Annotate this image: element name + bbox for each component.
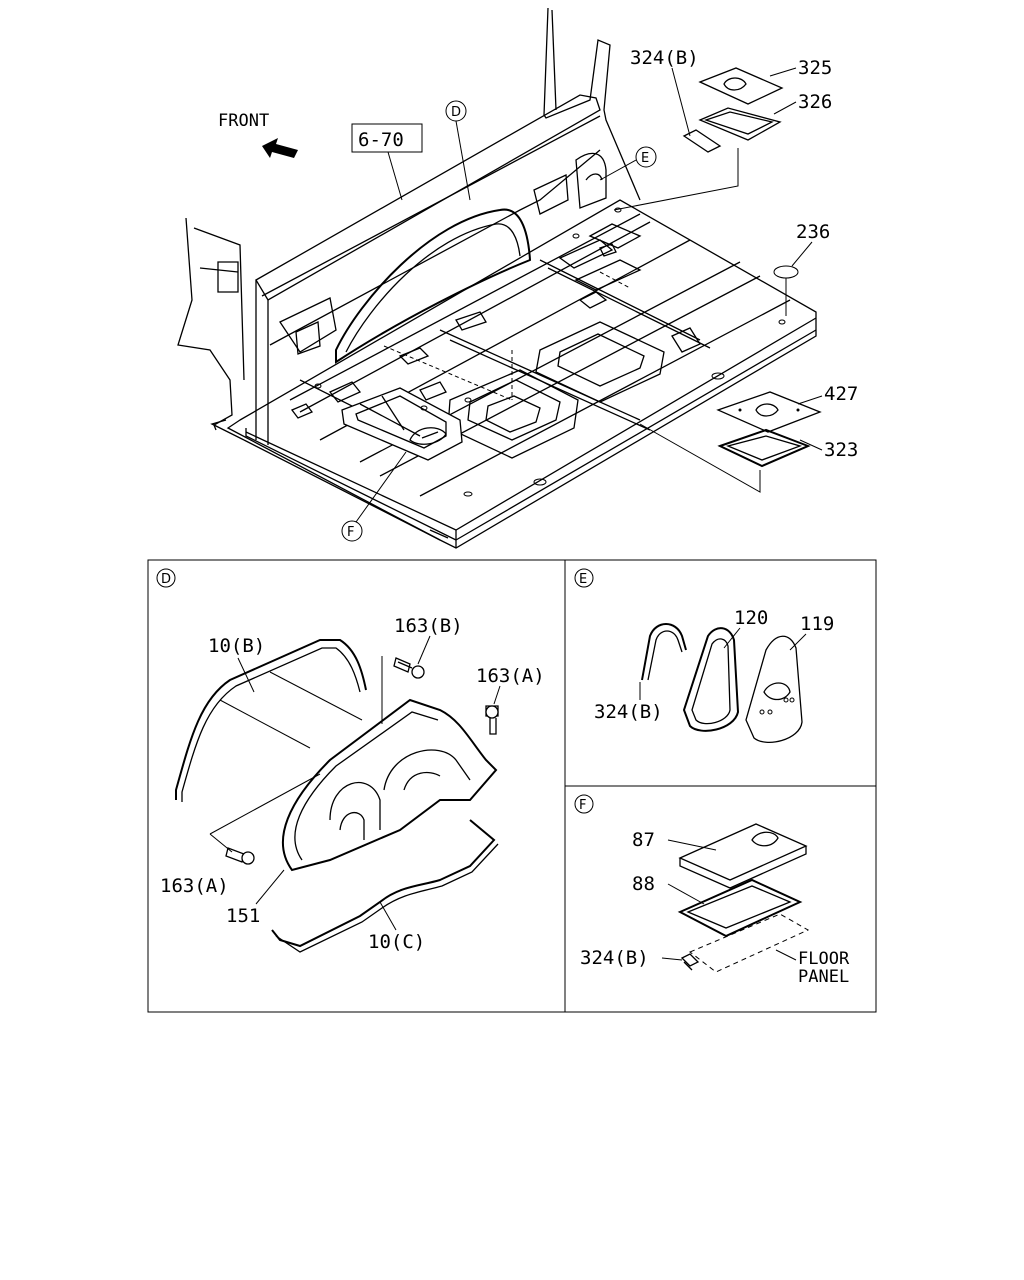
front-arrow-icon [262, 138, 298, 158]
label-325: 325 [798, 57, 832, 79]
part-87-cover [678, 823, 808, 889]
panel-d-tag: D [161, 572, 171, 587]
part-427-cover [716, 391, 822, 433]
label-163a-right: 163(A) [476, 665, 545, 687]
callout-d-label: D [451, 105, 461, 120]
label-119: 119 [800, 613, 834, 635]
part-323-seal [717, 428, 811, 468]
label-236: 236 [796, 221, 830, 243]
panel-e-tag: E [579, 572, 587, 587]
label-88: 88 [632, 873, 655, 895]
part-236-plug [773, 265, 799, 279]
panel-e: E 120 119 324(B) [574, 568, 834, 743]
part-324b-e [641, 623, 687, 681]
callout-f-label: F [347, 525, 354, 540]
label-163b: 163(B) [394, 615, 463, 637]
floor-assembly-drawing [177, 7, 817, 549]
bolt-163a-left-icon [225, 847, 255, 865]
label-324b-top: 324(B) [630, 47, 699, 69]
panel-f-tag-circle [574, 794, 594, 814]
part-325-cover [698, 67, 784, 105]
panel-e-tag-circle [574, 568, 594, 588]
part-119-cover [745, 635, 803, 743]
panel-d: D 10(B) [156, 568, 545, 953]
label-151: 151 [226, 905, 260, 927]
label-324b-e: 324(B) [594, 701, 663, 723]
label-10c: 10(C) [368, 931, 425, 953]
panel-f-tag: F [579, 798, 586, 813]
bolt-163b-icon [393, 657, 425, 679]
callout-e-circle [635, 146, 657, 168]
part-326-seal [698, 107, 782, 141]
label-163a-left: 163(A) [160, 875, 229, 897]
panel-d-tag-circle [156, 568, 176, 588]
label-323: 323 [824, 439, 858, 461]
callout-f-circle [341, 520, 363, 542]
front-label: FRONT [218, 111, 269, 131]
label-326: 326 [798, 91, 832, 113]
floor-label-line2: PANEL [798, 967, 849, 987]
panel-f: F 87 88 324(B) FLOOR PANEL [574, 794, 850, 987]
label-427: 427 [824, 383, 858, 405]
label-87: 87 [632, 829, 655, 851]
part-324b-strip [682, 129, 722, 153]
floor-label-line1: FLOOR [798, 949, 850, 969]
part-120-seal [682, 627, 740, 732]
part-88-seal [677, 878, 803, 938]
ref-box-label: 6-70 [358, 129, 404, 151]
label-120: 120 [734, 607, 768, 629]
part-324b-f [680, 953, 700, 971]
callout-e-label: E [641, 151, 649, 166]
ref-box [351, 123, 423, 153]
label-10b: 10(B) [208, 635, 265, 657]
bolt-163a-right-icon [485, 705, 499, 735]
label-324b-f: 324(B) [580, 947, 649, 969]
